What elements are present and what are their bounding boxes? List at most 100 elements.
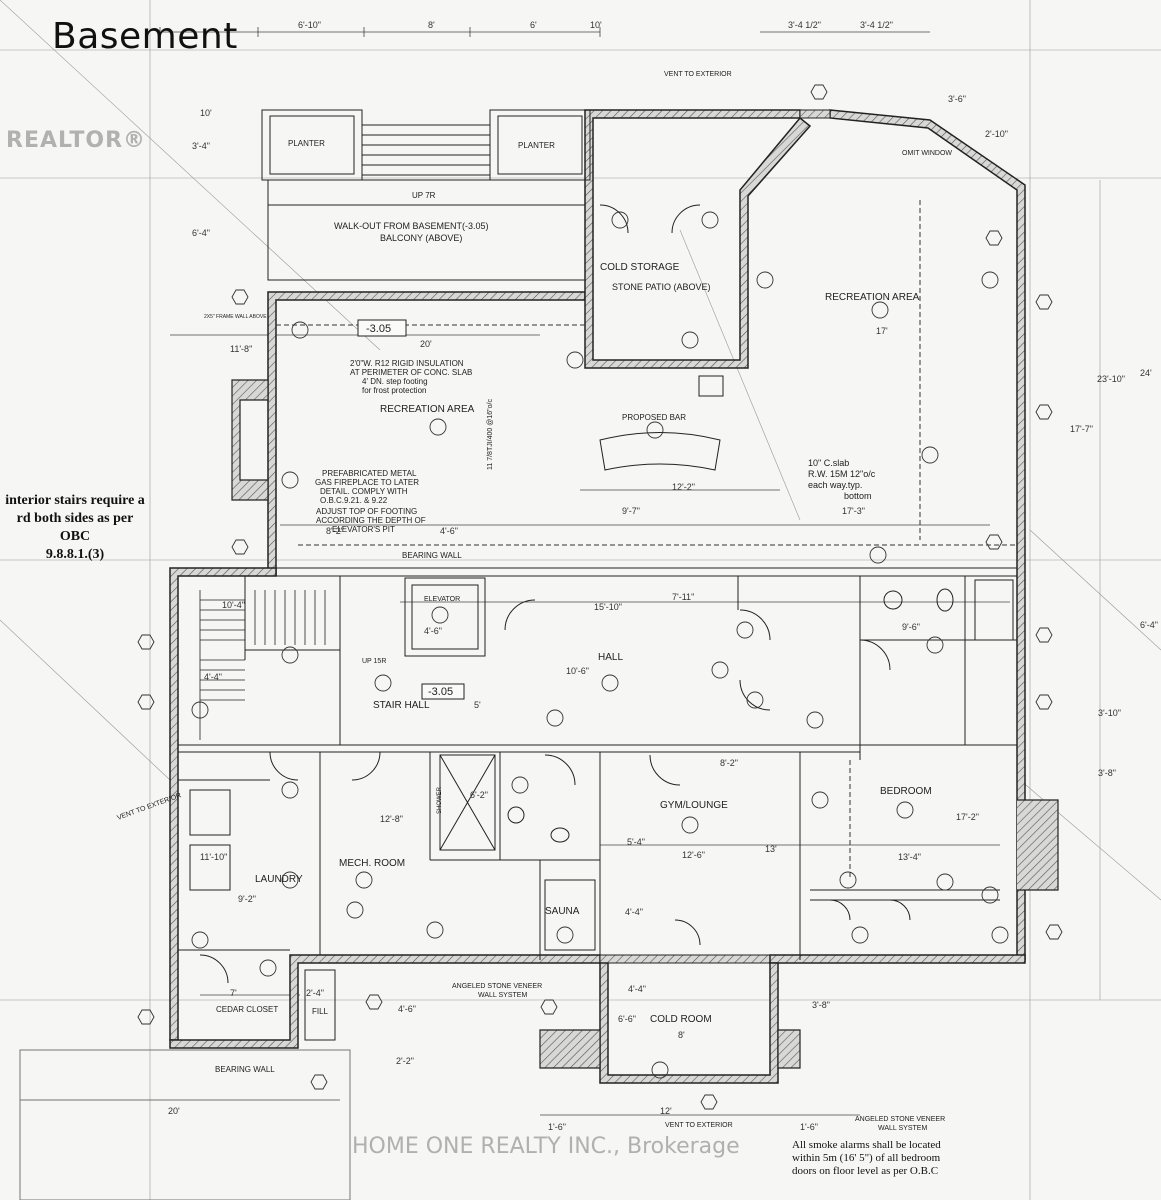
veneer-left-2: WALL SYSTEM (478, 992, 527, 999)
stairs-note-line-1: interior stairs require a (5, 493, 145, 508)
realtor-watermark: REALTOR® (6, 128, 147, 153)
dim-53: 3'-8" (1098, 768, 1116, 778)
dim-52: 3'-10" (1098, 708, 1121, 718)
balcony-label: BALCONY (ABOVE) (380, 233, 462, 243)
dim-22: 4'-6" (440, 526, 458, 536)
dim-10: 3'-4" (192, 141, 210, 151)
dim-45: 6'-6" (618, 1014, 636, 1024)
vent-note-1: VENT TO EXTERIOR (664, 71, 732, 78)
planter-1-label: PLANTER (288, 139, 325, 148)
frame-note: 2X5" FRAME WALL ABOVE (204, 314, 267, 320)
cold-storage-label: COLD STORAGE (600, 262, 680, 273)
slab-note-1: 10" C.slab (808, 458, 849, 468)
smoke-note-line-1: All smoke alarms shall be located (792, 1139, 941, 1151)
up15r-label: UP 15R (362, 658, 386, 665)
insulation-note-4: for frost protection (362, 386, 426, 395)
detail-tags (137, 84, 1063, 1110)
fireplace-note-5: ADJUST TOP OF FOOTING (316, 507, 417, 516)
dim-20: 17'-3" (842, 506, 865, 516)
brokerage-watermark: HOME ONE REALTY INC., Brokerage (352, 1134, 740, 1159)
omit-window-note: OMIT WINDOW (902, 150, 952, 157)
dim-7: 3'-6" (948, 94, 966, 104)
bearing-wall-label-1: BEARING WALL (402, 551, 462, 560)
insulation-note-3: 4' DN. step footing (362, 377, 428, 386)
dim-14: 17' (876, 326, 888, 336)
dim-19: 9'-7" (622, 506, 640, 516)
dim-42: 2'-4" (306, 988, 324, 998)
dim-18: 12'-2" (672, 482, 695, 492)
dim-32: 6'-2" (470, 790, 488, 800)
fixtures (507, 375, 1014, 843)
bar-label: PROPOSED BAR (622, 413, 686, 422)
dim-49: 12' (660, 1106, 672, 1116)
insulation-note-2: AT PERIMETER OF CONC. SLAB (350, 368, 472, 377)
level-label-1: -3.05 (366, 323, 391, 335)
sauna-label: SAUNA (545, 906, 580, 917)
stairs-note: interior stairs require a rd both sides … (0, 492, 150, 564)
cedar-closet-label: CEDAR CLOSET (216, 1005, 278, 1014)
dim-27: 9'-6" (902, 622, 920, 632)
fireplace-note-3: DETAIL. COMPLY WITH (320, 487, 408, 496)
floor-joist-note: 11 7/8TJI/400 @16"o/c (487, 399, 494, 470)
smoke-note-line-3: doors on floor level as per O.B.C (792, 1165, 939, 1177)
dim-43: 4'-6" (398, 1004, 416, 1014)
dim-9: 10' (200, 108, 212, 118)
stairs-note-line-3: 9.8.8.1.(3) (45, 547, 105, 562)
dim-55: 8' (678, 1030, 685, 1040)
dim-50: 1'-6" (548, 1122, 566, 1132)
dim-34: 5'-4" (627, 837, 645, 847)
elevator-label: ELEVATOR (424, 596, 460, 603)
level-box-2 (421, 683, 465, 700)
dim-44: 4'-4" (628, 984, 646, 994)
fill-label: FILL (312, 1007, 329, 1016)
dim-35: 12'-6" (682, 850, 705, 860)
slab-note-4: bottom (844, 491, 872, 501)
page-title: Basement (52, 16, 238, 57)
dimension-labels: 6'-10" 8' 6' 10' 3'-4 1/2" 3'-4 1/2" 3'-… (168, 20, 1158, 1132)
level-box-1 (357, 319, 407, 337)
dim-6: 3'-4 1/2" (860, 20, 893, 30)
dim-5: 3'-4 1/2" (788, 20, 821, 30)
dim-38: 17'-2" (956, 812, 979, 822)
dim-2: 8' (428, 20, 435, 30)
interior-walls (19, 109, 1017, 1200)
dim-37: 13'-4" (898, 852, 921, 862)
dim-16: 24' (1140, 368, 1152, 378)
dim-40: 9'-2" (238, 894, 256, 904)
dim-8: 2'-10" (985, 129, 1008, 139)
fireplace-note-7: ELEVATOR'S PIT (332, 525, 395, 534)
recreation-right-label: RECREATION AREA (825, 292, 920, 303)
circle-tags (191, 211, 1009, 1079)
hall-label: HALL (598, 652, 623, 663)
planter-2-label: PLANTER (518, 141, 555, 150)
dim-46: 3'-8" (812, 1000, 830, 1010)
smoke-note-line-2: within 5m (16' 5") of all bedroom (792, 1152, 941, 1164)
dim-23: 15'-10" (594, 602, 622, 612)
dim-33: 8'-2" (720, 758, 738, 768)
veneer-right-2: WALL SYSTEM (878, 1125, 927, 1132)
dim-24: 7'-11" (672, 592, 694, 602)
slab-note-2: R.W. 15M 12"o/c (808, 469, 876, 479)
dim-28: 10'-6" (566, 666, 589, 676)
dim-48: 20' (168, 1106, 180, 1116)
dim-13: 11'-8" (230, 344, 252, 354)
stone-patio-label: STONE PATIO (ABOVE) (612, 282, 711, 292)
veneer-right-1: ANGELED STONE VENEER (855, 1116, 945, 1123)
stair-hall-label: STAIR HALL (373, 700, 430, 711)
dim-11: 6'-4" (192, 228, 210, 238)
dim-25: 10'-4" (222, 600, 245, 610)
shower-label: SHOWER (437, 786, 443, 814)
dim-30: 12'-8" (380, 814, 403, 824)
dim-39: 11'-10" (200, 852, 227, 862)
laundry-label: LAUNDRY (255, 874, 303, 885)
walkout-label: WALK-OUT FROM BASEMENT(-3.05) (334, 221, 489, 231)
bearing-wall-label-2: BEARING WALL (215, 1065, 275, 1074)
dim-1: 6'-10" (298, 20, 321, 30)
up7r-label: UP 7R (412, 191, 436, 200)
bedroom-label: BEDROOM (880, 786, 932, 797)
dim-36: 13' (765, 844, 777, 854)
cold-room-label: COLD ROOM (650, 1014, 712, 1025)
fireplace-note-1: PREFABRICATED METAL (322, 469, 417, 478)
